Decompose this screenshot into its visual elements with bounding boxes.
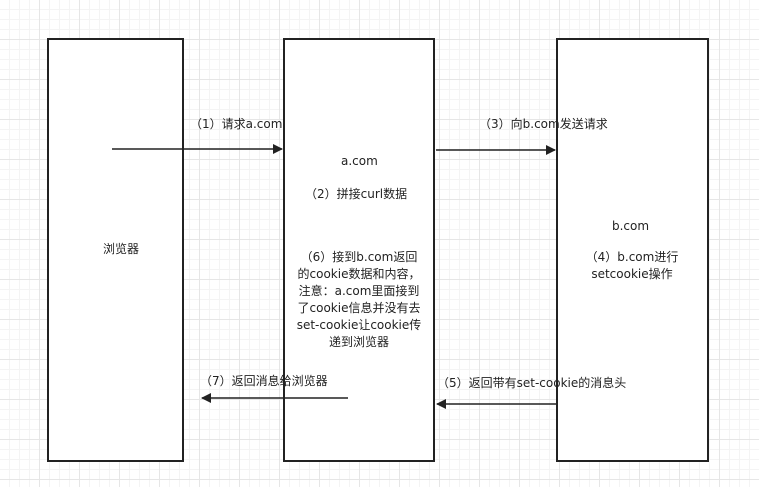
step-6-line4: 了cookie信息并没有去 — [297, 301, 421, 315]
acom-label: a.com — [341, 154, 378, 168]
step-3-label: （3）向b.com发送请求 — [479, 117, 608, 131]
step-5-label: （5）返回带有set-cookie的消息头 — [437, 376, 627, 390]
step-4-line2: setcookie操作 — [591, 267, 673, 281]
step-6-line2: 的cookie数据和内容， — [297, 267, 421, 281]
bcom-node — [556, 38, 709, 462]
step-2-label: （2）拼接curl数据 — [305, 187, 408, 201]
browser-label: 浏览器 — [103, 242, 140, 256]
bcom-label: b.com — [612, 219, 650, 233]
step-4-line1: （4）b.com进行 — [585, 250, 679, 264]
step-1-label: （1）请求a.com — [190, 117, 283, 131]
step-6-line3: 注意：a.com里面接到 — [298, 284, 420, 298]
step-6-line6: 递到浏览器 — [328, 335, 389, 349]
step-6-line1: （6）接到b.com返回 — [300, 250, 418, 264]
step-7-label: （7）返回消息给浏览器 — [200, 374, 328, 388]
browser-node — [47, 38, 184, 462]
acom-node — [283, 38, 435, 462]
step-6-line5: set-cookie让cookie传 — [296, 318, 422, 332]
